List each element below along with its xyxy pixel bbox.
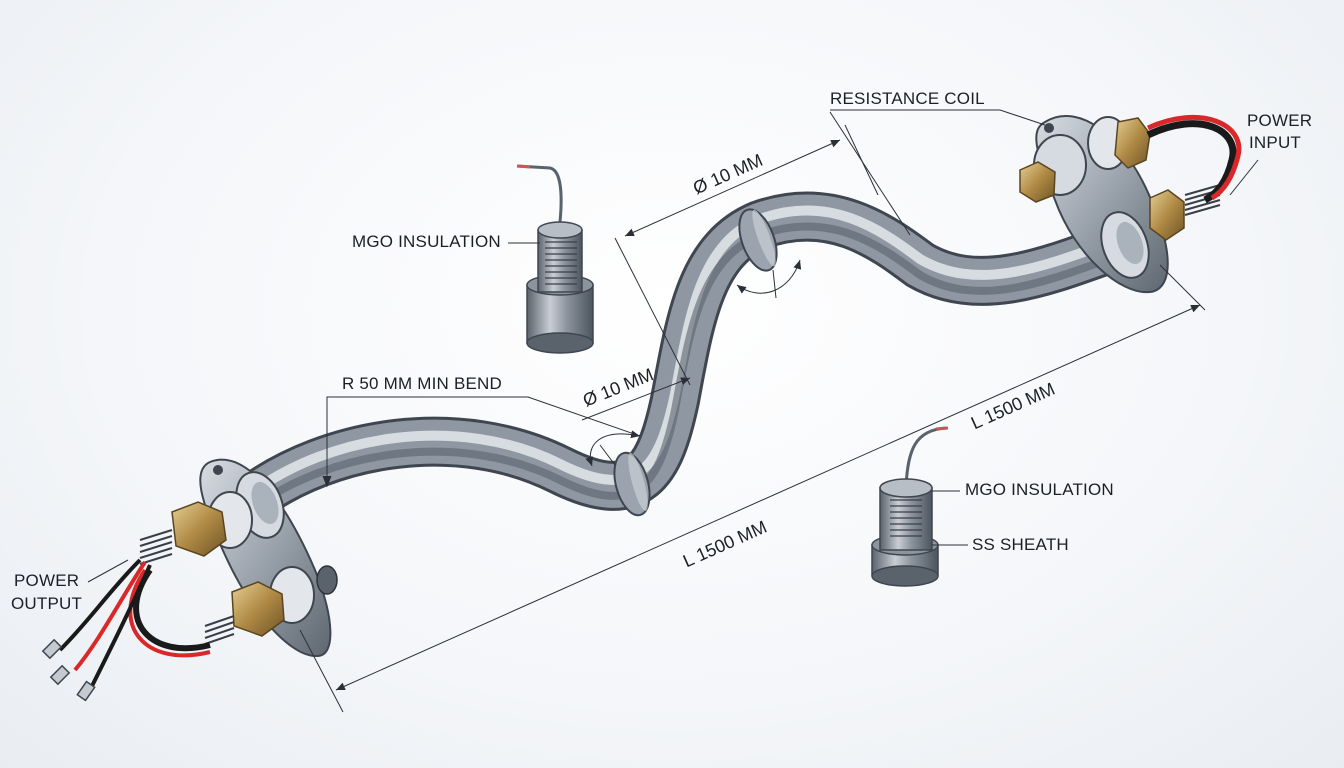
label-bend-radius: R 50 MM MIN BEND (342, 374, 502, 393)
label-power-input-line1: POWER (1247, 111, 1313, 130)
label-power-output-line2: OUTPUT (11, 594, 83, 613)
label-power-output-line1: POWER (14, 571, 80, 590)
label-mgo-insulation-left: MGO INSULATION (352, 232, 501, 251)
dimension-lines (87, 109, 1259, 713)
heater-sheath-tube (235, 191, 1129, 521)
label-ss-sheath: SS SHEATH (972, 535, 1069, 554)
mgo-cutaway-left (516, 164, 594, 354)
right-terminal-assembly (1019, 114, 1242, 294)
label-resistance-coil: RESISTANCE COIL (830, 89, 985, 108)
label-mgo-insulation-right: MGO INSULATION (965, 480, 1114, 499)
left-terminal-assembly (41, 458, 338, 702)
label-power-input-line2: INPUT (1249, 133, 1301, 152)
mgo-cutaway-right (871, 426, 949, 587)
